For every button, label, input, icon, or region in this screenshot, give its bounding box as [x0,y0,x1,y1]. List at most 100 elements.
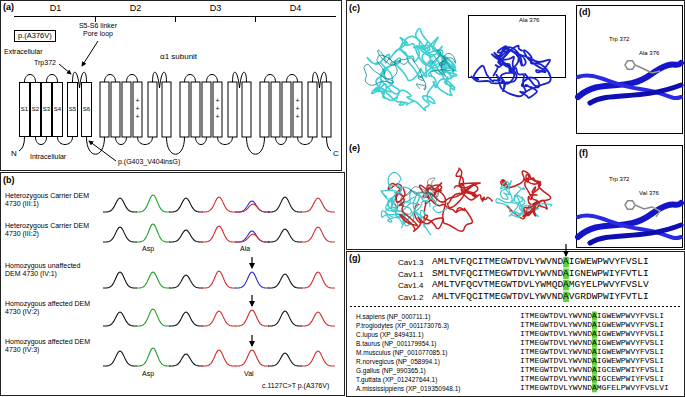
leader-arrow [82,41,98,66]
panel-frame [347,252,685,397]
species-name: B.taurus (NP_001179954.1) [356,340,436,347]
protein-ribbon [494,47,526,91]
chromatogram-peak [301,351,335,366]
chromatogram-peak [136,224,170,242]
sequence-text: ITMEGWTDVLYWVNDAIGCEWPWIYFVSLI [520,375,664,384]
loop-line [127,75,138,83]
helix-segment [293,82,302,137]
species-name: T.guttata (XP_012427644.1) [356,376,437,383]
segment-label: S3 [43,106,50,113]
protein-ribbon [590,225,681,243]
panel-letter: (d) [579,7,591,17]
sequence-text: ITMEGWTDVLYWVNDAIGCEWPWIYFVSLI [520,366,664,375]
variant-label: p.(A376V) [18,32,52,40]
domain-tick [255,16,256,22]
protein-ribbon [501,181,523,217]
helix-segment [111,82,120,137]
c-terminus [327,137,332,151]
chromatogram-peak [268,274,302,288]
isoform-name: Cav1.3 [398,258,423,267]
chromatogram-peak [169,354,203,366]
dotted-divider [350,306,680,307]
sequence-text: AMLTVFQCITMEGWTDVLYWVNDAVGRDWPWIYFVTLI [432,292,649,302]
helix-segment [122,82,131,137]
chromatogram-peak [136,195,170,212]
annotation-label: Extracellular [4,48,43,56]
helix-segment [282,82,291,137]
species-name: R.norvegicus (NP_058994.1) [356,358,440,365]
segment-label: S5 [69,106,76,113]
protein-ribbon [447,168,492,208]
segment-label: S4 [54,106,61,113]
loop-line [276,137,287,145]
species-name: C.lupus (XP_849431.1) [356,331,424,338]
panel-letter: (b) [3,175,15,185]
helix-segment [202,82,211,137]
helix-segment [162,82,171,137]
helix-segment: S1 [19,82,29,137]
domain-label: D3 [210,3,222,13]
helix-segment [148,82,157,137]
annotation-label: C [333,149,339,158]
charge-label: + + + [214,97,221,121]
domain-tick [95,16,96,22]
helix-segment: S2 [30,82,40,137]
loop-connector [47,75,58,83]
species-name: A.mississippiens (XP_019350948.1) [356,385,460,392]
protein-ribbon [431,50,456,77]
domain-label: D1 [50,3,62,13]
chromatogram-peak [202,197,236,212]
panel-letter: (f) [579,148,588,158]
chromatogram-peak [235,201,269,212]
sequence-text: ITMEGWTDVLYWVNDAIGWEWPWVYFVSLI [520,321,664,330]
residue-stick [635,205,652,209]
chromatogram-peak [103,272,137,288]
protein-ribbon [381,172,448,212]
chromatogram-peak [103,312,137,326]
residue-label: Val 376 [638,190,660,197]
loop-line [105,75,116,83]
residue-label: Ala 376 [638,50,660,57]
sequence-text: AMLTVFQCVTMEGWTDVLYWMQDAMGYELPWVYFVSLV [432,280,649,290]
chromatogram-peak [235,350,269,366]
residue-stick [652,71,660,73]
domain-label: D2 [130,3,142,13]
residue-stick [635,65,652,73]
residue-stick [625,201,635,210]
chromatogram-peak [301,227,335,242]
loop-line [138,137,153,145]
position-arrow [565,244,566,256]
helix-segment [228,82,237,137]
sample-label: Homozygous affected DEM 4730 (IV:2) [5,300,93,316]
chromatogram-peak [268,353,302,366]
sequence-text: ITMEGWTDVLYWVNDAIGWEWPWVYFVSLI [520,339,664,348]
helix-segment [100,82,109,137]
amino-acid-label: Asp [142,370,154,378]
domain-label: D4 [290,3,302,13]
annotation-label: α1 subunit [160,52,197,61]
residue-stick [625,61,635,70]
chromatogram-peak [136,348,170,366]
helix-segment: S5 [67,82,77,137]
annotation-label: Trp372 [34,59,56,67]
chromatogram-peak [268,311,302,326]
loop-line [207,75,218,83]
chromatogram-peak [103,227,137,242]
helix-segment [133,82,142,137]
helix-segment: S6 [81,82,91,137]
chromatogram-peak [202,311,236,326]
chromatogram-peak [301,312,335,326]
species-name: H.sapiens (NP_000711.1) [356,313,430,320]
loop-line [218,137,233,145]
residue-stick [652,207,660,217]
sequence-text: ITMEGWTDVLYWVNDAIGWEWPWVYFVSLI [520,312,664,321]
chromatogram-peak [236,234,270,242]
panel-frame [1,1,342,171]
segment-label: S2 [32,106,39,113]
residue-label: Trp 372 [608,176,630,183]
loop-line [287,75,298,83]
annotation-label: Intracellular [30,153,66,161]
sequence-text: ITMEGWTDVLYWVNDAMGFELPWVYFVSLVI [520,384,669,393]
chromatogram-peak [103,351,137,366]
